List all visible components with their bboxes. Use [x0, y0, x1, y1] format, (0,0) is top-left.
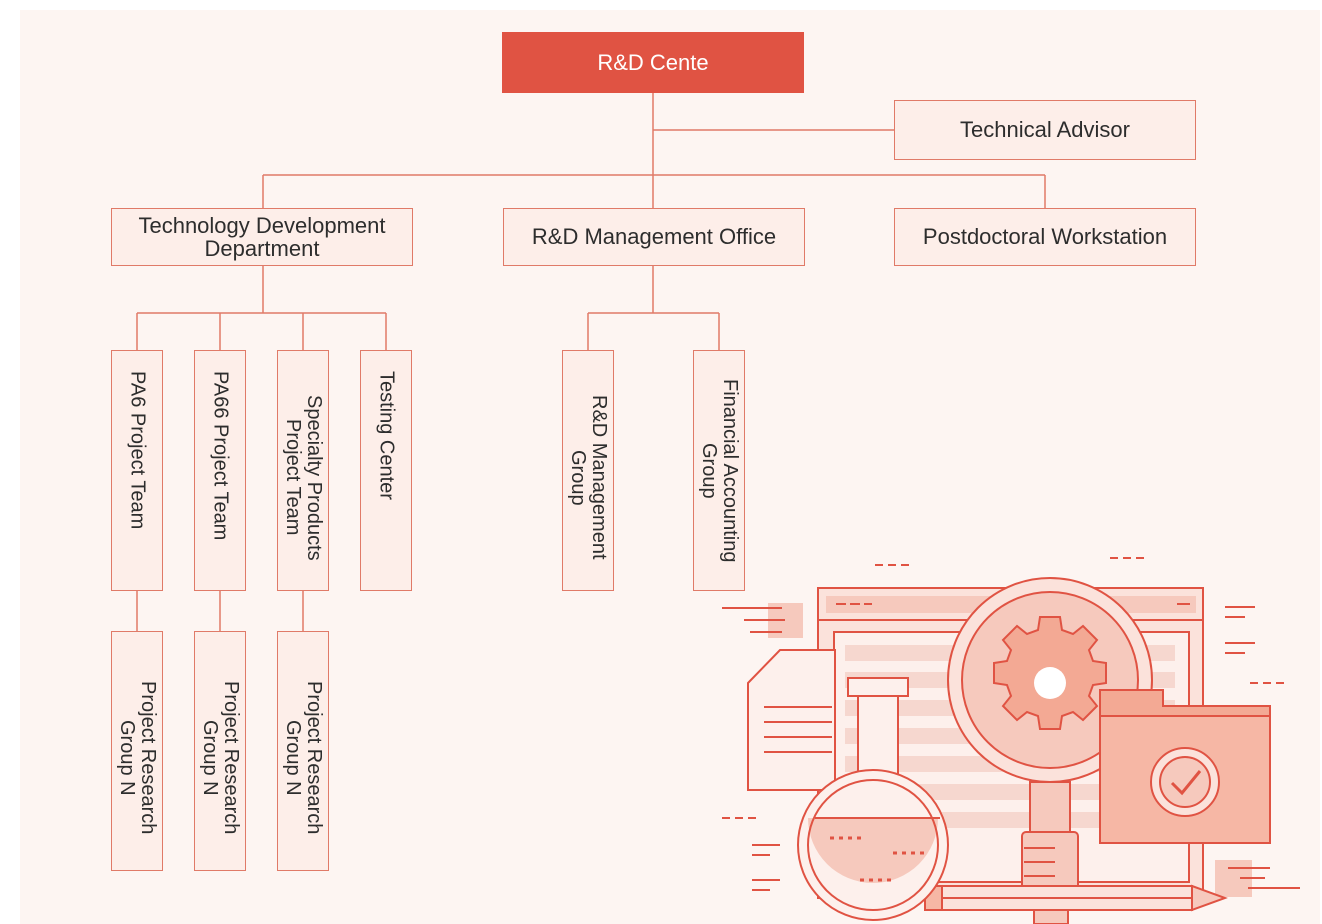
folder-check-icon [1099, 689, 1271, 844]
postdoctoral-workstation-box: Postdoctoral Workstation [894, 208, 1196, 266]
technology-development-department-box: Technology Development Department [111, 208, 413, 266]
financial-accounting-group-box: Financial Accounting Group [693, 350, 745, 591]
technical-advisor-label: Technical Advisor [960, 117, 1130, 143]
specialty-products-team-label: Specialty Products Project Team [282, 394, 325, 561]
testing-center-label: Testing Center [375, 371, 398, 500]
rd-management-group-box: R&D Management Group [562, 350, 614, 591]
testing-center-box: Testing Center [360, 350, 412, 591]
specialty-products-team-box: Specialty Products Project Team [277, 350, 329, 591]
pa6-project-team-box: PA6 Project Team [111, 350, 163, 591]
technical-advisor-box: Technical Advisor [894, 100, 1196, 160]
research-group-box: Project Research Group N [277, 631, 329, 871]
research-group-box: Project Research Group N [111, 631, 163, 871]
rd-center-label: R&D Cente [597, 49, 709, 75]
document-icon [747, 649, 836, 791]
research-group-label: Project Research Group N [116, 681, 159, 835]
technology-development-department-label: Technology Development Department [138, 212, 386, 261]
flask-icon [797, 677, 949, 921]
magnifier-icon [947, 577, 1153, 924]
research-group-label: Project Research Group N [199, 681, 242, 835]
decorative-dashes [722, 557, 1286, 891]
pencil-icon [924, 884, 1228, 912]
research-group-label: Project Research Group N [282, 681, 325, 835]
postdoctoral-workstation-label: Postdoctoral Workstation [922, 224, 1168, 250]
rd-management-group-label: R&D Management Group [567, 395, 610, 560]
rd-center-box: R&D Cente [502, 32, 804, 93]
pa6-project-team-label: PA6 Project Team [126, 371, 149, 530]
pa66-project-team-box: PA66 Project Team [194, 350, 246, 591]
pa66-project-team-label: PA66 Project Team [209, 371, 232, 541]
rd-management-office-box: R&D Management Office [503, 208, 805, 266]
financial-accounting-group-label: Financial Accounting Group [698, 378, 741, 563]
research-group-box: Project Research Group N [194, 631, 246, 871]
rd-management-office-label: R&D Management Office [531, 224, 777, 250]
